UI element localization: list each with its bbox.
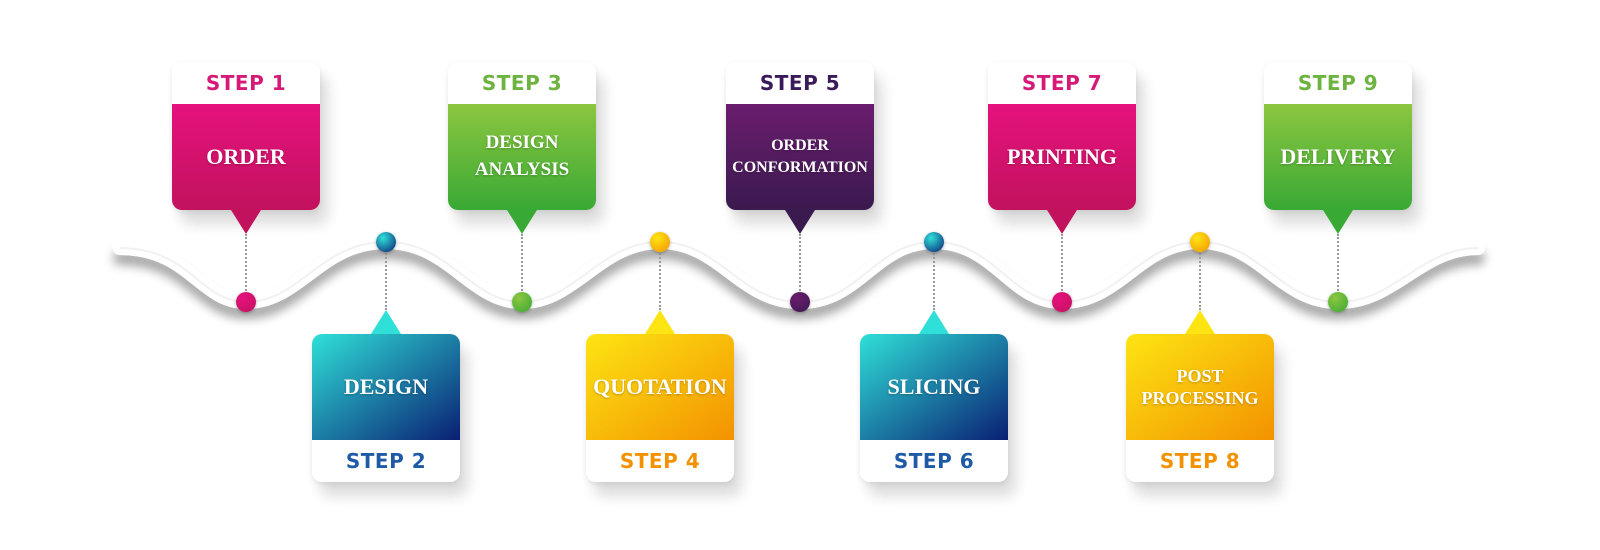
timeline-dot — [1328, 292, 1348, 312]
step-title: POST PROCESSING — [1126, 334, 1274, 440]
step-title: SLICING — [860, 334, 1008, 440]
connector-line — [1061, 234, 1063, 302]
step-title: ORDER CONFORMATION — [726, 104, 874, 210]
timeline-dot — [924, 232, 944, 252]
card-pointer — [1323, 210, 1353, 234]
step-number-label: STEP 3 — [481, 71, 563, 95]
step-title: ORDER — [172, 104, 320, 210]
step-card-2: STEP 2 DESIGN — [312, 334, 460, 482]
timeline-dot — [512, 292, 532, 312]
timeline-dot — [1052, 292, 1072, 312]
step-card-4: STEP 4 QUOTATION — [586, 334, 734, 482]
timeline-dot — [1190, 232, 1210, 252]
timeline-dot — [790, 292, 810, 312]
card-pointer — [1047, 210, 1077, 234]
step-number-label: STEP 7 — [1021, 71, 1103, 95]
card-pointer — [231, 210, 261, 234]
step-card-8: STEP 8 POST PROCESSING — [1126, 334, 1274, 482]
card-pointer — [785, 210, 815, 234]
connector-line — [1337, 234, 1339, 302]
connector-line — [1199, 242, 1201, 310]
step-number-label: STEP 4 — [619, 449, 701, 473]
step-card-9: STEP 9 DELIVERY — [1264, 62, 1412, 210]
step-number-label: STEP 6 — [893, 449, 975, 473]
connector-line — [799, 234, 801, 302]
step-title: DELIVERY — [1264, 104, 1412, 210]
connector-line — [385, 242, 387, 310]
step-card-1: STEP 1 ORDER — [172, 62, 320, 210]
step-card-7: STEP 7 PRINTING — [988, 62, 1136, 210]
timeline-dot — [236, 292, 256, 312]
step-card-3: STEP 3 DESIGN ANALYSIS — [448, 62, 596, 210]
timeline-dot — [650, 232, 670, 252]
step-number-label: STEP 5 — [759, 71, 841, 95]
connector-line — [659, 242, 661, 310]
card-pointer — [507, 210, 537, 234]
step-number-label: STEP 8 — [1159, 449, 1241, 473]
step-number-label: STEP 9 — [1297, 71, 1379, 95]
step-card-5: STEP 5 ORDER CONFORMATION — [726, 62, 874, 210]
connector-line — [933, 242, 935, 310]
timeline-dot — [376, 232, 396, 252]
step-title: DESIGN ANALYSIS — [448, 104, 596, 210]
card-pointer — [1185, 310, 1215, 334]
card-pointer — [645, 310, 675, 334]
step-title: PRINTING — [988, 104, 1136, 210]
step-card-6: STEP 6 SLICING — [860, 334, 1008, 482]
card-pointer — [371, 310, 401, 334]
card-pointer — [919, 310, 949, 334]
step-title: DESIGN — [312, 334, 460, 440]
connector-line — [521, 234, 523, 302]
connector-line — [245, 234, 247, 302]
step-title: QUOTATION — [586, 334, 734, 440]
step-number-label: STEP 2 — [345, 449, 427, 473]
step-number-label: STEP 1 — [205, 71, 287, 95]
